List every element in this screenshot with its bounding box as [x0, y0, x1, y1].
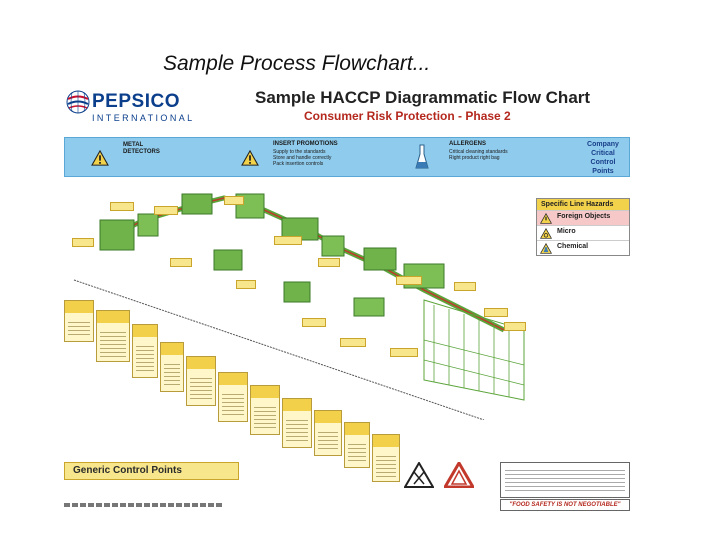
company-ccp-label: Company Critical Control Points [587, 141, 619, 175]
control-point-card [160, 342, 184, 392]
process-step-tag [390, 348, 418, 357]
hazard-row: Foreign Objects [537, 210, 629, 225]
logo-subtitle: INTERNATIONAL [92, 113, 195, 123]
hazard-label: Micro [557, 228, 576, 235]
process-step-tag [340, 338, 366, 347]
hazard-row: Micro [537, 225, 629, 240]
process-step-tag [274, 236, 302, 245]
generic-control-points-label: Generic Control Points [64, 462, 239, 480]
process-step-tag [302, 318, 326, 327]
control-point-card [344, 422, 370, 468]
hazard-header-band: METAL DETECTORS INSERT PROMOTIONS Supply… [64, 137, 630, 177]
chart-subtitle: Consumer Risk Protection - Phase 2 [304, 109, 511, 123]
control-point-card [218, 372, 248, 422]
process-step-tag [504, 322, 526, 331]
insert-line: Supply to the standards [273, 149, 326, 155]
insert-line: Store and handle correctly [273, 155, 332, 161]
process-step-tag [236, 280, 256, 289]
hazard-label: Foreign Objects [557, 213, 611, 220]
record-keeping-icon [444, 462, 474, 488]
control-point-card [314, 410, 342, 456]
insert-promotions-label: INSERT PROMOTIONS [273, 141, 338, 147]
control-point-card [282, 398, 312, 448]
control-point-card [372, 434, 400, 482]
ccp-note-box [500, 462, 630, 498]
process-step-tag [154, 206, 178, 215]
insert-line: Pack insertion controls [273, 161, 324, 167]
conveyor-diagram [73, 193, 525, 421]
biohazard-icon [540, 228, 552, 239]
process-step-tag [454, 282, 476, 291]
process-flow-illustration [64, 180, 532, 421]
allergens-label: ALLERGENS [449, 141, 487, 147]
control-point-card [132, 324, 158, 378]
slide-title: Sample Process Flowchart... [163, 52, 431, 75]
process-step-tag [396, 276, 422, 285]
hazards-title: Specific Line Hazards [537, 199, 629, 210]
chemical-icon [540, 243, 552, 254]
control-point-card [64, 300, 94, 342]
process-step-tag [170, 258, 192, 267]
control-point-card [186, 356, 216, 406]
warning-icon [241, 150, 259, 166]
allergen-line: Critical cleaning standards [449, 149, 508, 155]
process-step-tag [224, 196, 244, 205]
process-step-tag [110, 202, 134, 211]
metal-detectors-label: METAL DETECTORS [123, 142, 160, 155]
globe-icon [66, 90, 90, 114]
flask-icon [415, 144, 429, 169]
process-step-tag [318, 258, 340, 267]
control-point-card [96, 310, 130, 362]
food-safety-motto: "FOOD SAFETY IS NOT NEGOTIABLE" [500, 499, 630, 511]
chart-title: Sample HACCP Diagrammatic Flow Chart [255, 88, 591, 107]
hazard-row: Chemical [537, 240, 629, 255]
control-point-card [250, 385, 280, 435]
specific-line-hazards: Specific Line Hazards Foreign Objects Mi… [536, 198, 630, 256]
hazard-label: Chemical [557, 243, 589, 250]
logo-wordmark: PEPSICO [92, 91, 180, 112]
traceability-icon [404, 462, 434, 488]
pepsico-logo: PEPSICO INTERNATIONAL [66, 88, 196, 136]
warning-icon [540, 213, 552, 224]
process-step-tag [484, 308, 508, 317]
footer-credit [64, 503, 224, 507]
allergen-line: Right product right bag [449, 155, 500, 161]
process-step-tag [72, 238, 94, 247]
warning-icon [91, 150, 109, 166]
